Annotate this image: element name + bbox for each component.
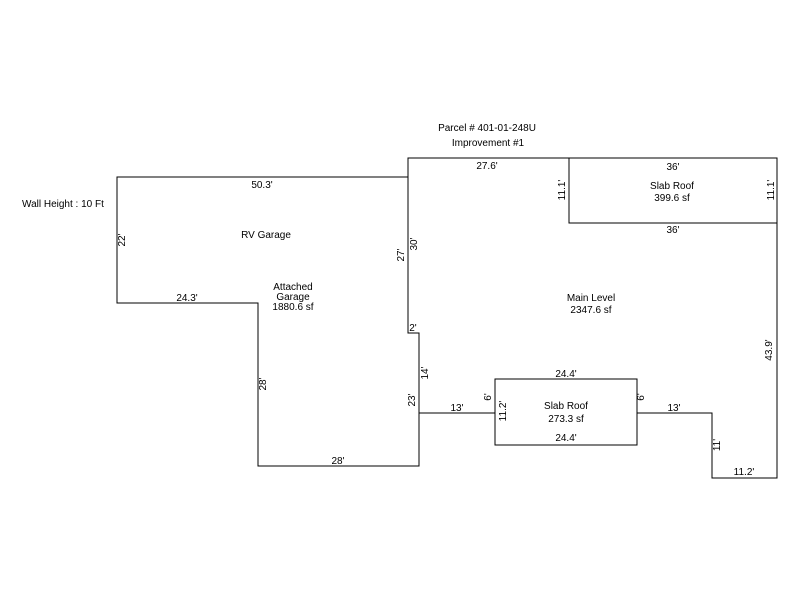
main-level-outline <box>407 157 778 479</box>
dim-main-top: 27.6' <box>476 161 497 172</box>
improvement-label: Improvement #1 <box>452 138 525 149</box>
main-level-area: 2347.6 sf <box>570 305 611 316</box>
dim-garage-bottom: 28' <box>331 456 344 467</box>
dim-garage-notch: 2' <box>409 323 417 334</box>
dim-main-left-upper: 30' <box>409 237 420 250</box>
dim-main-step-right: 11' <box>712 439 723 451</box>
slab-roof-bottom-area: 273.3 sf <box>548 414 584 425</box>
rv-garage-label: RV Garage <box>241 230 291 241</box>
slab-roof-bottom-outline <box>494 378 638 446</box>
dim-main-notch-right: 6' <box>636 393 647 401</box>
dim-slab-bottom-top: 24.4' <box>555 369 576 380</box>
dim-main-bottom-middle: 13' <box>667 403 680 414</box>
attached-garage-label-1: Attached <box>273 282 312 293</box>
dim-main-left-lower: 14' <box>420 366 431 379</box>
dim-slab-bottom-left: 11.2' <box>498 401 509 422</box>
dim-main-right: 43.9' <box>764 339 775 360</box>
slab-roof-top-area: 399.6 sf <box>654 193 690 204</box>
dim-garage-top: 50.3' <box>251 180 272 191</box>
parcel-number: Parcel # 401-01-248U <box>438 123 536 134</box>
dim-slab-top-left: 11.1' <box>557 180 568 201</box>
dim-main-bottom-right: 11.2' <box>734 467 755 478</box>
dim-garage-step: 24.3' <box>176 293 197 304</box>
dim-garage-left: 22' <box>117 233 128 246</box>
attached-garage-area: 1880.6 sf <box>272 302 313 313</box>
dim-main-bottom-left: 13' <box>450 403 463 414</box>
slab-roof-bottom-label: Slab Roof <box>544 401 588 412</box>
dim-slab-top-right: 11.1' <box>766 180 777 201</box>
wall-height-label: Wall Height : 10 Ft <box>22 199 104 210</box>
dim-slab-top-bottom: 36' <box>666 225 679 236</box>
attached-garage-label-2: Garage <box>276 292 310 303</box>
main-level-label: Main Level <box>567 293 615 304</box>
slab-roof-top-outline <box>568 158 777 224</box>
dim-slab-top-top: 36' <box>666 162 679 173</box>
dim-main-notch-left: 6' <box>483 393 494 401</box>
dim-garage-inner-left: 28' <box>258 377 269 390</box>
dim-garage-right-upper: 27' <box>396 248 407 261</box>
dim-garage-right-lower: 23' <box>407 393 418 406</box>
slab-roof-top-label: Slab Roof <box>650 181 694 192</box>
garage-outline <box>116 176 420 467</box>
dim-slab-bottom-bottom: 24.4' <box>555 433 576 444</box>
